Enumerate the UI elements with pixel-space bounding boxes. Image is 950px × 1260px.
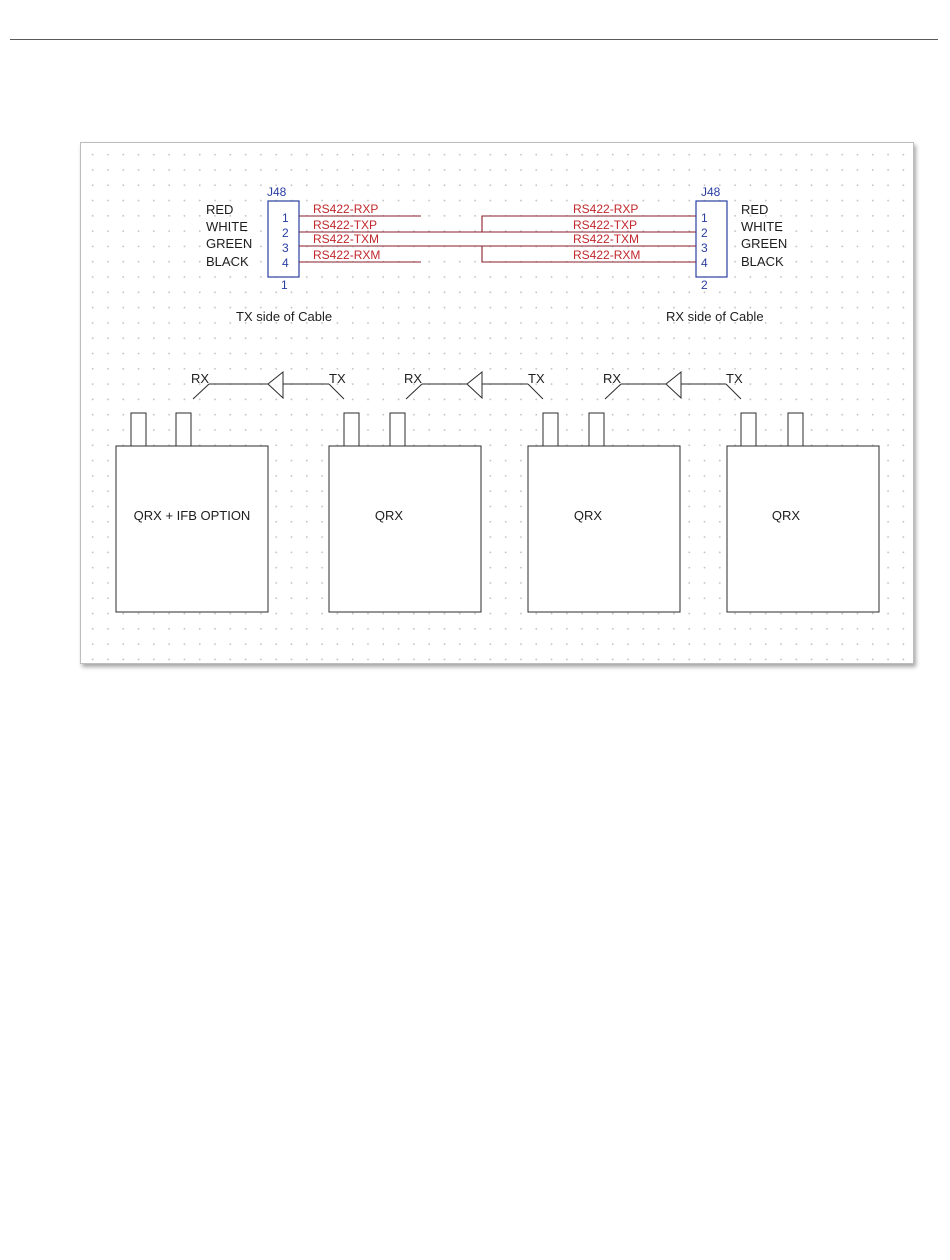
unit-3-body bbox=[528, 446, 680, 612]
wire-color-left-green: GREEN bbox=[206, 236, 252, 251]
link-2-rx-label: RX bbox=[404, 371, 422, 386]
link-3-arrow-icon bbox=[666, 372, 681, 398]
unit-4: QRX bbox=[727, 413, 879, 612]
wire-color-left-black: BLACK bbox=[206, 254, 249, 269]
connector-left-pin-3: 3 bbox=[282, 241, 289, 255]
wire-color-left-red: RED bbox=[206, 202, 233, 217]
unit-4-body bbox=[727, 446, 879, 612]
net-right-rxm: RS422-RXM bbox=[573, 248, 640, 262]
unit-1: QRX + IFB OPTION bbox=[116, 413, 268, 612]
net-right-txp: RS422-TXP bbox=[573, 218, 637, 232]
connector-left-ref: J48 bbox=[267, 185, 287, 199]
wire-color-left-white: WHITE bbox=[206, 219, 248, 234]
connector-left-pin-1: 1 bbox=[282, 211, 289, 225]
connector-left-pin-2: 2 bbox=[282, 226, 289, 240]
unit-2-antenna-right-icon bbox=[390, 413, 405, 446]
unit-3: QRX bbox=[528, 413, 680, 612]
wire-color-right-white: WHITE bbox=[741, 219, 783, 234]
unit-2-label: QRX bbox=[375, 508, 404, 523]
unit-4-antenna-left-icon bbox=[741, 413, 756, 446]
net-left-rxp: RS422-RXP bbox=[313, 202, 378, 216]
net-left-txm: RS422-TXM bbox=[313, 232, 379, 246]
wire-color-right-black: BLACK bbox=[741, 254, 784, 269]
unit-3-antenna-right-icon bbox=[589, 413, 604, 446]
unit-2: QRX bbox=[329, 413, 481, 612]
wire-color-right-red: RED bbox=[741, 202, 768, 217]
net-left-rxm: RS422-RXM bbox=[313, 248, 380, 262]
link-1-tx-label: TX bbox=[329, 371, 346, 386]
unit-3-label: QRX bbox=[574, 508, 603, 523]
link-3: RX TX bbox=[603, 371, 743, 399]
unit-1-body bbox=[116, 446, 268, 612]
connector-right: J48 1 2 3 4 2 bbox=[696, 185, 727, 292]
unit-4-antenna-right-icon bbox=[788, 413, 803, 446]
link-2-tx-stub bbox=[528, 384, 543, 399]
unit-1-antenna-right-icon bbox=[176, 413, 191, 446]
link-3-rx-stub bbox=[605, 384, 621, 399]
net-left-txp: RS422-TXP bbox=[313, 218, 377, 232]
net-labels-right: RS422-RXP RS422-TXP RS422-TXM RS422-RXM bbox=[573, 202, 640, 262]
link-1-tx-stub bbox=[329, 384, 344, 399]
link-3-tx-stub bbox=[726, 384, 741, 399]
schematic-canvas: J48 1 2 3 4 1 RED WHITE GREEN BLACK TX s… bbox=[81, 143, 913, 663]
connector-left-pin-4: 4 bbox=[282, 256, 289, 270]
link-2-rx-stub bbox=[406, 384, 422, 399]
connector-left: J48 1 2 3 4 1 bbox=[267, 185, 299, 292]
connector-left-number: 1 bbox=[281, 278, 288, 292]
link-1-rx-stub bbox=[193, 384, 209, 399]
link-1-arrow-icon bbox=[268, 372, 283, 398]
wire-colors-right: RED WHITE GREEN BLACK bbox=[741, 202, 787, 269]
link-1-rx-label: RX bbox=[191, 371, 209, 386]
net-right-txm: RS422-TXM bbox=[573, 232, 639, 246]
page-top-rule bbox=[10, 39, 938, 40]
unit-2-antenna-left-icon bbox=[344, 413, 359, 446]
wire-colors-left: RED WHITE GREEN BLACK bbox=[206, 202, 252, 269]
unit-1-antenna-left-icon bbox=[131, 413, 146, 446]
cable-wiring-diagram: J48 1 2 3 4 1 RED WHITE GREEN BLACK TX s… bbox=[80, 142, 914, 664]
connector-right-pin-4: 4 bbox=[701, 256, 708, 270]
link-1: RX TX bbox=[191, 371, 346, 399]
connector-right-pin-2: 2 bbox=[701, 226, 708, 240]
link-3-rx-label: RX bbox=[603, 371, 621, 386]
unit-4-label: QRX bbox=[772, 508, 801, 523]
link-2-tx-label: TX bbox=[528, 371, 545, 386]
link-2: RX TX bbox=[404, 371, 545, 399]
connector-right-pin-1: 1 bbox=[701, 211, 708, 225]
connector-right-number: 2 bbox=[701, 278, 708, 292]
link-3-tx-label: TX bbox=[726, 371, 743, 386]
link-2-arrow-icon bbox=[467, 372, 482, 398]
unit-1-label: QRX + IFB OPTION bbox=[134, 508, 251, 523]
caption-rx-side: RX side of Cable bbox=[666, 309, 764, 324]
connector-right-pin-3: 3 bbox=[701, 241, 708, 255]
caption-tx-side: TX side of Cable bbox=[236, 309, 332, 324]
unit-3-antenna-left-icon bbox=[543, 413, 558, 446]
unit-2-body bbox=[329, 446, 481, 612]
net-right-rxp: RS422-RXP bbox=[573, 202, 638, 216]
net-labels-left: RS422-RXP RS422-TXP RS422-TXM RS422-RXM bbox=[313, 202, 380, 262]
connector-right-ref: J48 bbox=[701, 185, 721, 199]
wire-color-right-green: GREEN bbox=[741, 236, 787, 251]
